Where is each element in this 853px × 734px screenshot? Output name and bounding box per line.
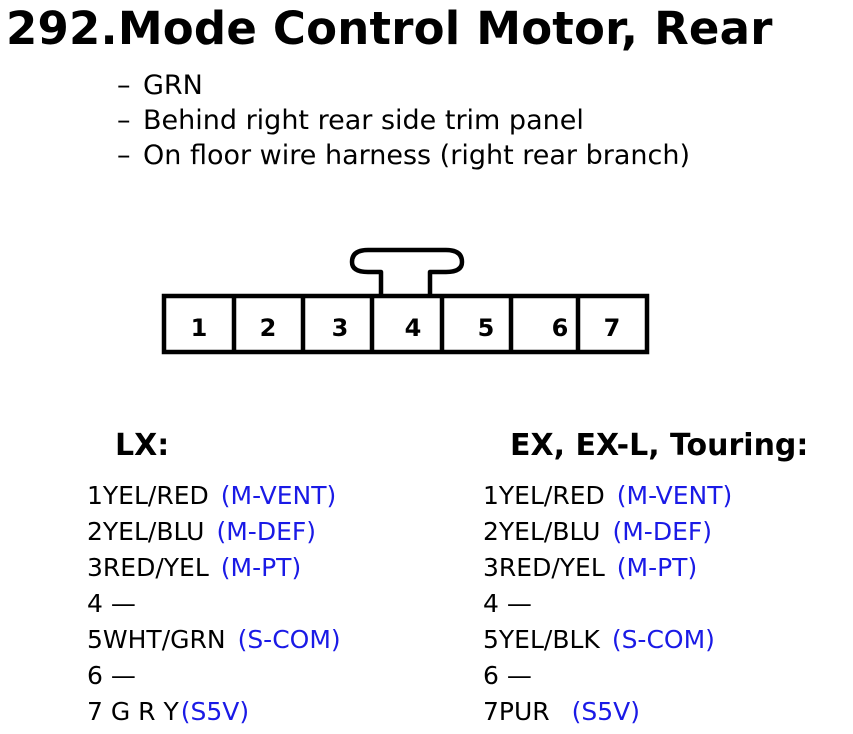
wire-color: — bbox=[498, 589, 532, 618]
pin-row: 1YEL/RED (M-VENT) bbox=[483, 478, 732, 514]
pin-row: 3RED/YEL (M-PT) bbox=[483, 550, 732, 586]
wire-color: YEL/BLU bbox=[498, 517, 601, 546]
pin-function: (S5V) bbox=[571, 697, 641, 726]
ex-pin-list: 1YEL/RED (M-VENT) 2YEL/BLU (M-DEF) 3RED/YE… bbox=[483, 478, 732, 730]
pin-row: 2YEL/BLU (M-DEF) bbox=[87, 514, 341, 550]
note-connector-color: –GRN bbox=[117, 68, 690, 103]
wire-color: YEL/BLK bbox=[498, 625, 600, 654]
pin-label-4: 4 bbox=[405, 314, 422, 342]
wire-color: WHT/GRN bbox=[102, 625, 226, 654]
pin-number: 7 bbox=[87, 697, 103, 726]
connector-latch bbox=[349, 247, 465, 296]
note-text: Behind right rear side trim panel bbox=[143, 105, 584, 136]
connector-body bbox=[161, 293, 650, 355]
pin-row: 1YEL/RED (M-VENT) bbox=[87, 478, 341, 514]
pin-function: (S-COM) bbox=[611, 625, 715, 654]
wire-color: YEL/RED bbox=[102, 481, 209, 510]
pin-number: 6 bbox=[483, 661, 499, 690]
pin-row: 4 — bbox=[483, 586, 732, 622]
pin-number: 3 bbox=[483, 553, 499, 582]
note-dash: – bbox=[117, 70, 131, 101]
wire-color: RED/YEL bbox=[498, 553, 605, 582]
pin-row: 3RED/YEL (M-PT) bbox=[87, 550, 341, 586]
pin-number: 2 bbox=[87, 517, 103, 546]
wire-color: — bbox=[102, 661, 136, 690]
pin-row: 7PUR (S5V) bbox=[483, 694, 732, 730]
note-harness: –On floor wire harness (right rear branc… bbox=[117, 138, 690, 173]
pin-number: 5 bbox=[483, 625, 499, 654]
pin-function: (M-PT) bbox=[616, 553, 698, 582]
ex-heading: EX, EX-L, Touring: bbox=[510, 428, 809, 463]
wire-color: G R Y bbox=[102, 697, 179, 726]
pin-label-1: 1 bbox=[191, 314, 208, 342]
wire-color: YEL/BLU bbox=[102, 517, 205, 546]
page-title: 292.Mode Control Motor, Rear bbox=[6, 2, 773, 55]
pin-row: 4 — bbox=[87, 586, 341, 622]
pin-row: 5YEL/BLK (S-COM) bbox=[483, 622, 732, 658]
pin-number: 6 bbox=[87, 661, 103, 690]
note-dash: – bbox=[117, 105, 131, 136]
pin-label-3: 3 bbox=[332, 314, 349, 342]
pin-row: 5WHT/GRN (S-COM) bbox=[87, 622, 341, 658]
lx-pin-list: 1YEL/RED (M-VENT) 2YEL/BLU (M-DEF) 3RED/YE… bbox=[87, 478, 341, 730]
pin-dividers bbox=[231, 296, 581, 352]
wire-color: YEL/RED bbox=[498, 481, 605, 510]
wire-color: — bbox=[498, 661, 532, 690]
wire-color: — bbox=[102, 589, 136, 618]
pin-function: (M-DEF) bbox=[612, 517, 712, 546]
note-dash: – bbox=[117, 140, 131, 171]
note-text: GRN bbox=[143, 70, 203, 101]
pin-number: 2 bbox=[483, 517, 499, 546]
pin-function: (M-VENT) bbox=[616, 481, 733, 510]
pin-label-7: 7 bbox=[604, 314, 621, 342]
pin-number: 4 bbox=[483, 589, 499, 618]
connector-diagram: 1 2 3 4 5 6 7 bbox=[161, 247, 650, 355]
pin-row: 6 — bbox=[483, 658, 732, 694]
pin-function: (M-DEF) bbox=[216, 517, 316, 546]
pin-number: 1 bbox=[87, 481, 103, 510]
pin-function: (S-COM) bbox=[237, 625, 341, 654]
note-location: –Behind right rear side trim panel bbox=[117, 103, 690, 138]
location-notes: –GRN –Behind right rear side trim panel … bbox=[117, 68, 690, 173]
wire-color: RED/YEL bbox=[102, 553, 209, 582]
pin-number: 5 bbox=[87, 625, 103, 654]
lx-heading: LX: bbox=[115, 428, 170, 463]
pin-label-5: 5 bbox=[478, 314, 495, 342]
pin-function: (S5V) bbox=[180, 697, 250, 726]
wire-color: PUR bbox=[498, 697, 550, 726]
pin-row: 2YEL/BLU (M-DEF) bbox=[483, 514, 732, 550]
pin-row: 6 — bbox=[87, 658, 341, 694]
pin-number: 1 bbox=[483, 481, 499, 510]
pin-number: 3 bbox=[87, 553, 103, 582]
pin-function: (M-PT) bbox=[220, 553, 302, 582]
pin-label-2: 2 bbox=[260, 314, 277, 342]
pin-number: 4 bbox=[87, 589, 103, 618]
pin-number: 7 bbox=[483, 697, 499, 726]
pin-function: (M-VENT) bbox=[220, 481, 337, 510]
pin-row: 7 G R Y(S5V) bbox=[87, 694, 341, 730]
note-text: On floor wire harness (right rear branch… bbox=[143, 140, 690, 171]
pin-label-6: 6 bbox=[552, 314, 569, 342]
